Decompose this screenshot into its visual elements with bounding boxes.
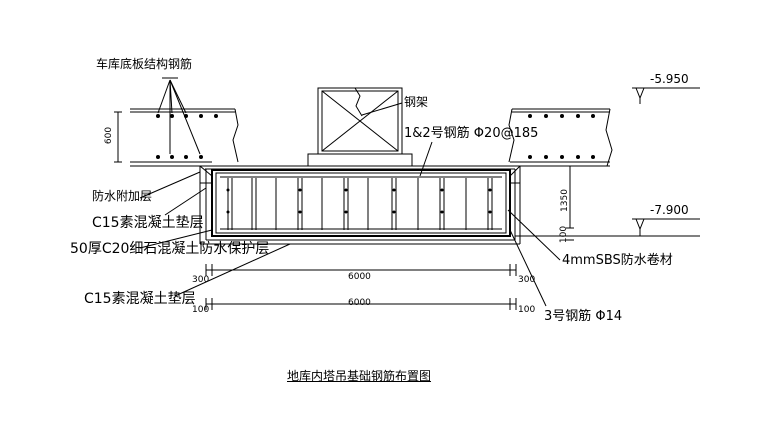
steel-rack (308, 88, 412, 166)
vertical-dims (114, 112, 574, 240)
left-slab (130, 109, 238, 166)
c15-cushion-top-label: C15素混凝土垫层 (92, 215, 204, 231)
cushion-dim: 100 (559, 225, 570, 244)
leader-lines (140, 78, 560, 306)
horizontal-dims (206, 264, 516, 310)
slab-rebars (156, 114, 595, 159)
drawing-title: 地库内塔吊基础钢筋布置图 (287, 369, 432, 383)
slab-thickness-dim: 600 (104, 126, 115, 145)
right-100-dim: 100 (518, 305, 536, 315)
c20-protect-label: 50厚C20细石混凝土防水保护层 (70, 241, 270, 257)
elev-top-label: -5.950 (650, 72, 689, 86)
foundation-pit (200, 166, 520, 244)
waterproof-add-layer-label: 防水附加层 (92, 189, 153, 203)
elev-bottom-label: -7.900 (650, 203, 689, 217)
rack-label: 钢架 (404, 95, 429, 109)
rebar-1-2-label: 1&2号钢筋 Φ20@185 (404, 126, 539, 141)
width-inner-dim: 6000 (348, 272, 371, 282)
rebar-3-label: 3号钢筋 Φ14 (544, 309, 623, 324)
pit-rebars (220, 177, 502, 230)
level-lines (515, 88, 700, 236)
sbs-label: 4mmSBS防水卷材 (562, 253, 673, 268)
garage-slab-rebar-label: 车库底板结构钢筋 (96, 57, 193, 71)
right-300-dim: 300 (518, 275, 536, 285)
left-300-dim: 300 (192, 275, 210, 285)
c15-cushion-bottom-label: C15素混凝土垫层 (84, 291, 196, 307)
width-outer-dim: 6000 (348, 298, 371, 308)
pit-depth-dim: 1350 (559, 189, 570, 212)
pit-rebar-dots (226, 188, 492, 214)
left-100-dim: 100 (192, 305, 210, 315)
